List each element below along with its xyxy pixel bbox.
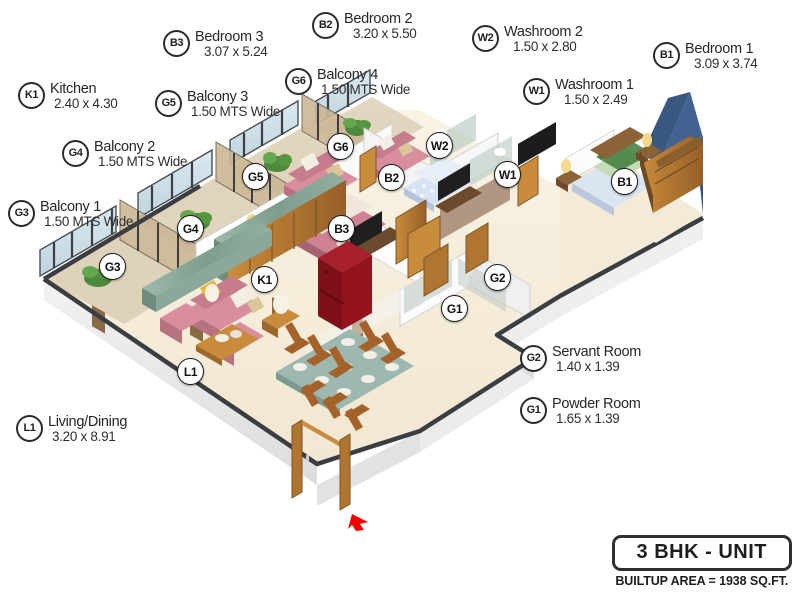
callout-marker-l1: L1 [16, 415, 43, 442]
callout-name-g5: Balcony 3 [187, 89, 248, 105]
plan-pin-l1[interactable]: L1 [177, 358, 204, 385]
plan-pin-g4[interactable]: G4 [177, 215, 204, 242]
bedroom-2-interior [364, 121, 556, 213]
callout-marker-b1: B1 [653, 42, 680, 69]
glass-railings [39, 68, 371, 278]
kitchen-interior [142, 172, 372, 330]
callout-b2: B2 Bedroom 2 3.20 x 5.50 [312, 11, 417, 42]
callout-name-b2: Bedroom 2 [344, 11, 413, 27]
callout-marker-b3: B3 [163, 30, 190, 57]
callout-marker-g2: G2 [520, 345, 547, 372]
callout-dim-g5: 1.50 MTS Wide [191, 104, 281, 120]
callout-g2: G2 Servant Room 1.40 x 1.39 [520, 344, 642, 375]
callout-g3: G3 Balcony 1 1.50 MTS Wide [8, 199, 134, 230]
plan-pin-b1[interactable]: B1 [611, 168, 638, 195]
callout-name-b3: Bedroom 3 [195, 29, 264, 45]
callout-name-g2: Servant Room [552, 344, 642, 360]
callout-marker-g4: G4 [62, 140, 89, 167]
callout-b1: B1 Bedroom 1 3.09 x 3.74 [653, 41, 758, 72]
plan-pin-b3[interactable]: B3 [328, 215, 355, 242]
callout-g6: G6 Balcony 4 1.50 MTS Wide [285, 67, 411, 98]
callout-marker-g5: G5 [155, 90, 182, 117]
callout-b3: B3 Bedroom 3 3.07 x 5.24 [163, 29, 268, 60]
callout-marker-k1: K1 [18, 82, 45, 109]
callout-dim-w1: 1.50 x 2.49 [564, 92, 628, 108]
callout-name-k1: Kitchen [50, 81, 97, 97]
plan-pin-g2[interactable]: G2 [484, 264, 511, 291]
plan-pin-k1[interactable]: K1 [251, 266, 278, 293]
callout-name-l1: Living/Dining [48, 414, 128, 430]
callout-dim-l1: 3.20 x 8.91 [52, 429, 116, 445]
entrance-arrow [348, 514, 368, 531]
callout-dim-g1: 1.65 x 1.39 [556, 411, 620, 427]
callout-name-g3: Balcony 1 [40, 199, 101, 215]
callout-marker-b2: B2 [312, 12, 339, 39]
callout-name-g4: Balcony 2 [94, 139, 155, 155]
slab-sides [44, 218, 703, 506]
plan-pin-w2[interactable]: W2 [426, 132, 453, 159]
plan-pin-w1[interactable]: W1 [494, 161, 521, 188]
callout-g5: G5 Balcony 3 1.50 MTS Wide [155, 89, 281, 120]
callout-w1: W1 Washroom 1 1.50 x 2.49 [523, 77, 634, 108]
callout-name-w2: Washroom 2 [504, 24, 583, 40]
callout-name-g1: Powder Room [552, 396, 641, 412]
callout-dim-b2: 3.20 x 5.50 [353, 26, 417, 42]
unit-badge-block: 3 BHK - UNIT BUILTUP AREA = 1938 SQ.FT. [611, 535, 792, 588]
interior-doors [359, 145, 539, 297]
callout-l1: L1 Living/Dining 3.20 x 8.91 [16, 414, 128, 445]
callout-name-w1: Washroom 1 [555, 77, 634, 93]
callout-dim-k1: 2.40 x 4.30 [54, 96, 118, 112]
callout-g4: G4 Balcony 2 1.50 MTS Wide [62, 139, 188, 170]
callout-k1: K1 Kitchen 2.40 x 4.30 [18, 81, 118, 112]
plan-pin-g1[interactable]: G1 [441, 295, 468, 322]
unit-badge: 3 BHK - UNIT [611, 535, 792, 571]
callout-marker-g6: G6 [285, 68, 312, 95]
callout-marker-g1: G1 [520, 397, 547, 424]
living-dining-interior [160, 276, 414, 432]
entrance-door [291, 419, 351, 511]
callout-marker-g3: G3 [8, 200, 35, 227]
plan-pin-g6[interactable]: G6 [327, 133, 354, 160]
callout-name-g6: Balcony 4 [317, 67, 378, 83]
callout-dim-g4: 1.50 MTS Wide [98, 154, 188, 170]
callout-dim-g2: 1.40 x 1.39 [556, 359, 620, 375]
callout-name-b1: Bedroom 1 [685, 41, 754, 57]
callout-g1: G1 Powder Room 1.65 x 1.39 [520, 396, 641, 427]
callout-dim-g3: 1.50 MTS Wide [44, 214, 134, 230]
callout-w2: W2 Washroom 2 1.50 x 2.80 [472, 24, 583, 55]
callout-marker-w1: W1 [523, 78, 550, 105]
callout-dim-g6: 1.50 MTS Wide [321, 82, 411, 98]
plan-pin-g3[interactable]: G3 [99, 253, 126, 280]
callout-dim-b3: 3.07 x 5.24 [204, 44, 268, 60]
plan-pin-g5[interactable]: G5 [242, 163, 269, 190]
callout-dim-b1: 3.09 x 3.74 [694, 56, 758, 72]
callout-dim-w2: 1.50 x 2.80 [513, 39, 577, 55]
builtup-area-note: BUILTUP AREA = 1938 SQ.FT. [615, 574, 789, 588]
plan-pin-b2[interactable]: B2 [378, 164, 405, 191]
callout-marker-w2: W2 [472, 25, 499, 52]
